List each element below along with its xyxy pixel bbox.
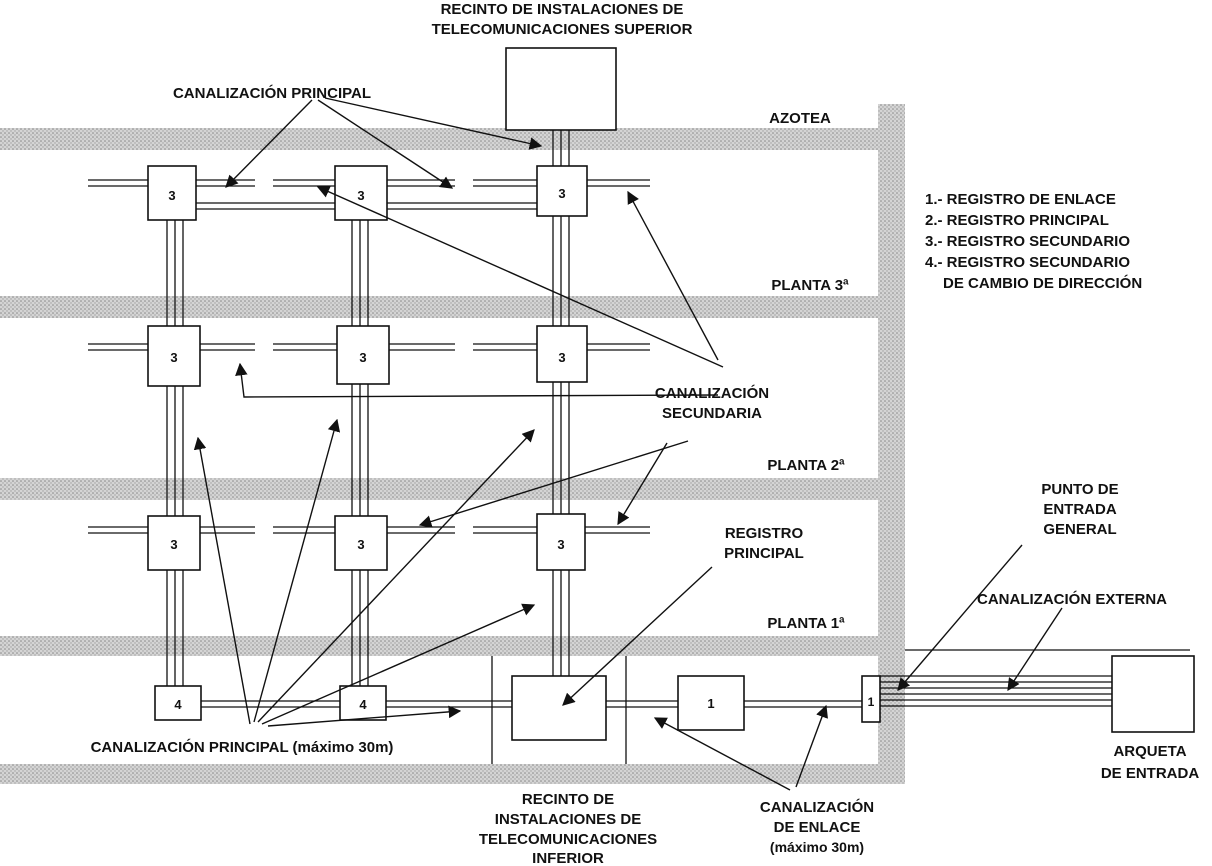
box-number: 4 — [174, 697, 182, 712]
box-number: 3 — [168, 188, 175, 203]
link-duct-label: CANALIZACIÓN — [760, 798, 874, 816]
secondary-register-box — [334, 165, 388, 221]
secondary-register-box — [536, 513, 586, 571]
main-duct-label-top: CANALIZACIÓN PRINCIPAL — [173, 84, 371, 102]
external-duct-label: CANALIZACIÓN EXTERNA — [977, 590, 1167, 608]
vertical-main-ducts — [166, 130, 570, 688]
box-number: 3 — [359, 350, 366, 365]
secondary-register-box — [147, 165, 197, 221]
legend: 1.- REGISTRO DE ENLACE 2.- REGISTRO PRIN… — [925, 191, 1142, 292]
direction-change-register-box — [154, 685, 202, 721]
link-duct-label: DE ENLACE — [774, 819, 861, 836]
entry-link-register-box — [861, 675, 881, 723]
box-number: 3 — [557, 537, 564, 552]
leader-arrows — [193, 97, 1063, 791]
legend-item: 2.- REGISTRO PRINCIPAL — [925, 212, 1109, 229]
secondary-register-box — [147, 325, 201, 387]
floor-label-roof: AZOTEA — [769, 110, 831, 127]
box-number: 4 — [359, 697, 367, 712]
floor-label-1: PLANTA 1ª — [767, 615, 845, 632]
floor2-slab — [0, 478, 878, 500]
legend-item: DE CAMBIO DE DIRECCIÓN — [943, 274, 1142, 292]
upper-room-title: RECINTO DE INSTALACIONES DE — [441, 1, 684, 18]
box-numbers: 3 3 3 3 3 3 3 3 3 4 4 1 1 — [168, 186, 874, 712]
secondary-duct-label: CANALIZACIÓN — [655, 384, 769, 402]
lower-room-title: RECINTO DE — [522, 791, 614, 808]
box-number: 3 — [357, 188, 364, 203]
legend-item: 4.- REGISTRO SECUNDARIO — [925, 254, 1130, 271]
registers — [147, 47, 1195, 741]
entry-point-label: ENTRADA — [1043, 501, 1116, 518]
right-wall — [878, 104, 905, 784]
secondary-duct-label: SECUNDARIA — [662, 405, 762, 422]
entry-arqueta-box — [1111, 655, 1195, 733]
link-duct-label: (máximo 30m) — [770, 839, 864, 855]
entry-point-label: PUNTO DE — [1041, 481, 1118, 498]
upper-telecom-room-box — [505, 47, 617, 131]
secondary-register-box — [147, 515, 201, 571]
lower-room-title: INSTALACIONES DE — [495, 811, 641, 828]
direction-change-register-box — [339, 685, 387, 721]
building-structure — [0, 104, 905, 784]
floor-label-3: PLANTA 3ª — [771, 277, 849, 294]
link-register-box — [677, 675, 745, 731]
box-number: 3 — [558, 186, 565, 201]
legend-item: 1.- REGISTRO DE ENLACE — [925, 191, 1116, 208]
box-number: 3 — [558, 350, 565, 365]
secondary-register-box — [536, 325, 588, 383]
upper-room-title: TELECOMUNICACIONES SUPERIOR — [432, 21, 693, 38]
lower-room-title: TELECOMUNICACIONES — [479, 831, 657, 848]
box-number: 3 — [170, 350, 177, 365]
secondary-register-box — [336, 325, 390, 385]
lower-room-title: INFERIOR — [532, 850, 604, 866]
arqueta-label: DE ENTRADA — [1101, 765, 1200, 782]
box-number: 1 — [707, 696, 714, 711]
roof-slab — [0, 128, 878, 150]
text-labels: RECINTO DE INSTALACIONES DE TELECOMUNICA… — [91, 1, 1200, 866]
box-number: 3 — [357, 537, 364, 552]
ground-slab — [0, 764, 905, 784]
floor-label-2: PLANTA 2ª — [767, 457, 845, 474]
box-number: 1 — [868, 695, 875, 709]
arqueta-label: ARQUETA — [1113, 743, 1186, 760]
secondary-register-box — [334, 515, 388, 571]
main-register-box — [511, 675, 607, 741]
secondary-register-box — [536, 165, 588, 217]
main-register-label: PRINCIPAL — [724, 545, 804, 562]
legend-item: 3.- REGISTRO SECUNDARIO — [925, 233, 1130, 250]
floor3-slab — [0, 296, 878, 318]
entry-point-label: GENERAL — [1043, 521, 1116, 538]
main-duct-label-bottom: CANALIZACIÓN PRINCIPAL (máximo 30m) — [91, 738, 394, 756]
main-register-label: REGISTRO — [725, 525, 804, 542]
box-number: 3 — [170, 537, 177, 552]
